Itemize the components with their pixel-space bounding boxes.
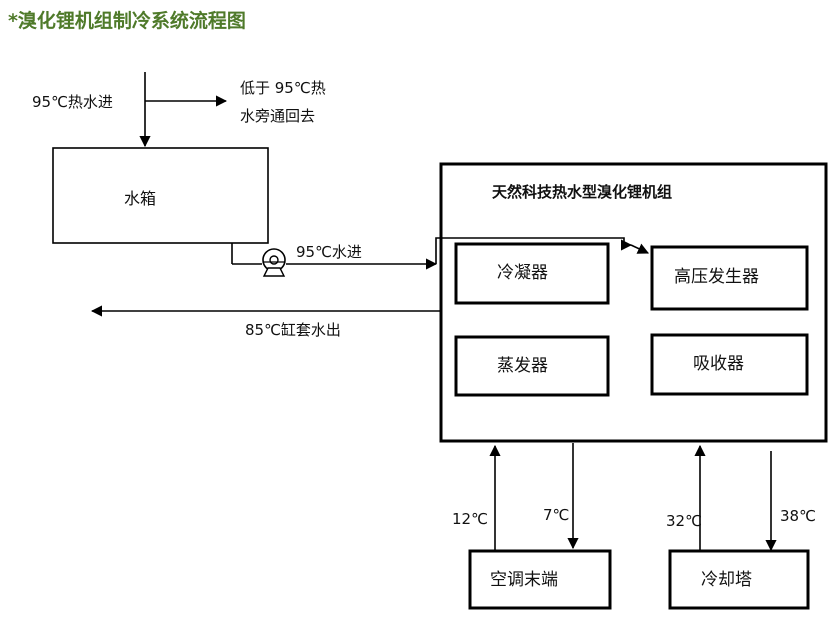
pump-icon <box>262 248 286 277</box>
ac-terminal-label: 空调末端 <box>490 570 558 590</box>
unit-title: 天然科技热水型溴化锂机组 <box>492 183 672 201</box>
temp-38-label: 38℃ <box>780 507 816 525</box>
generator-label: 高压发生器 <box>674 267 759 287</box>
temp-7-label: 7℃ <box>543 506 569 524</box>
water-tank-label: 水箱 <box>124 189 156 208</box>
cooling-tower-label: 冷却塔 <box>701 570 752 590</box>
diagram-title: *溴化锂机组制冷系统流程图 <box>8 9 246 32</box>
hot-water-in-label: 95℃热水进 <box>32 93 113 111</box>
water-in-label: 95℃水进 <box>296 243 362 261</box>
condenser-label: 冷凝器 <box>497 263 548 283</box>
absorber-box <box>650 333 809 396</box>
jacket-water-out-label: 85℃缸套水出 <box>245 321 341 339</box>
absorber-label: 吸收器 <box>693 354 744 374</box>
generator-feed-arrow <box>630 243 650 254</box>
ac-terminal-box <box>468 549 612 610</box>
water-tank <box>52 147 269 244</box>
temp-12-label: 12℃ <box>452 510 488 528</box>
cooling-tower-box <box>668 549 810 610</box>
generator-box <box>650 245 809 311</box>
bypass-label-line2: 水旁通回去 <box>240 107 315 125</box>
bypass-label-line1: 低于 95℃热 <box>240 79 326 97</box>
generator-feed-line <box>435 237 633 264</box>
evaporator-label: 蒸发器 <box>497 356 548 376</box>
condenser-box <box>454 242 610 305</box>
evaporator-box <box>454 335 610 397</box>
temp-32-label: 32℃ <box>666 512 702 530</box>
